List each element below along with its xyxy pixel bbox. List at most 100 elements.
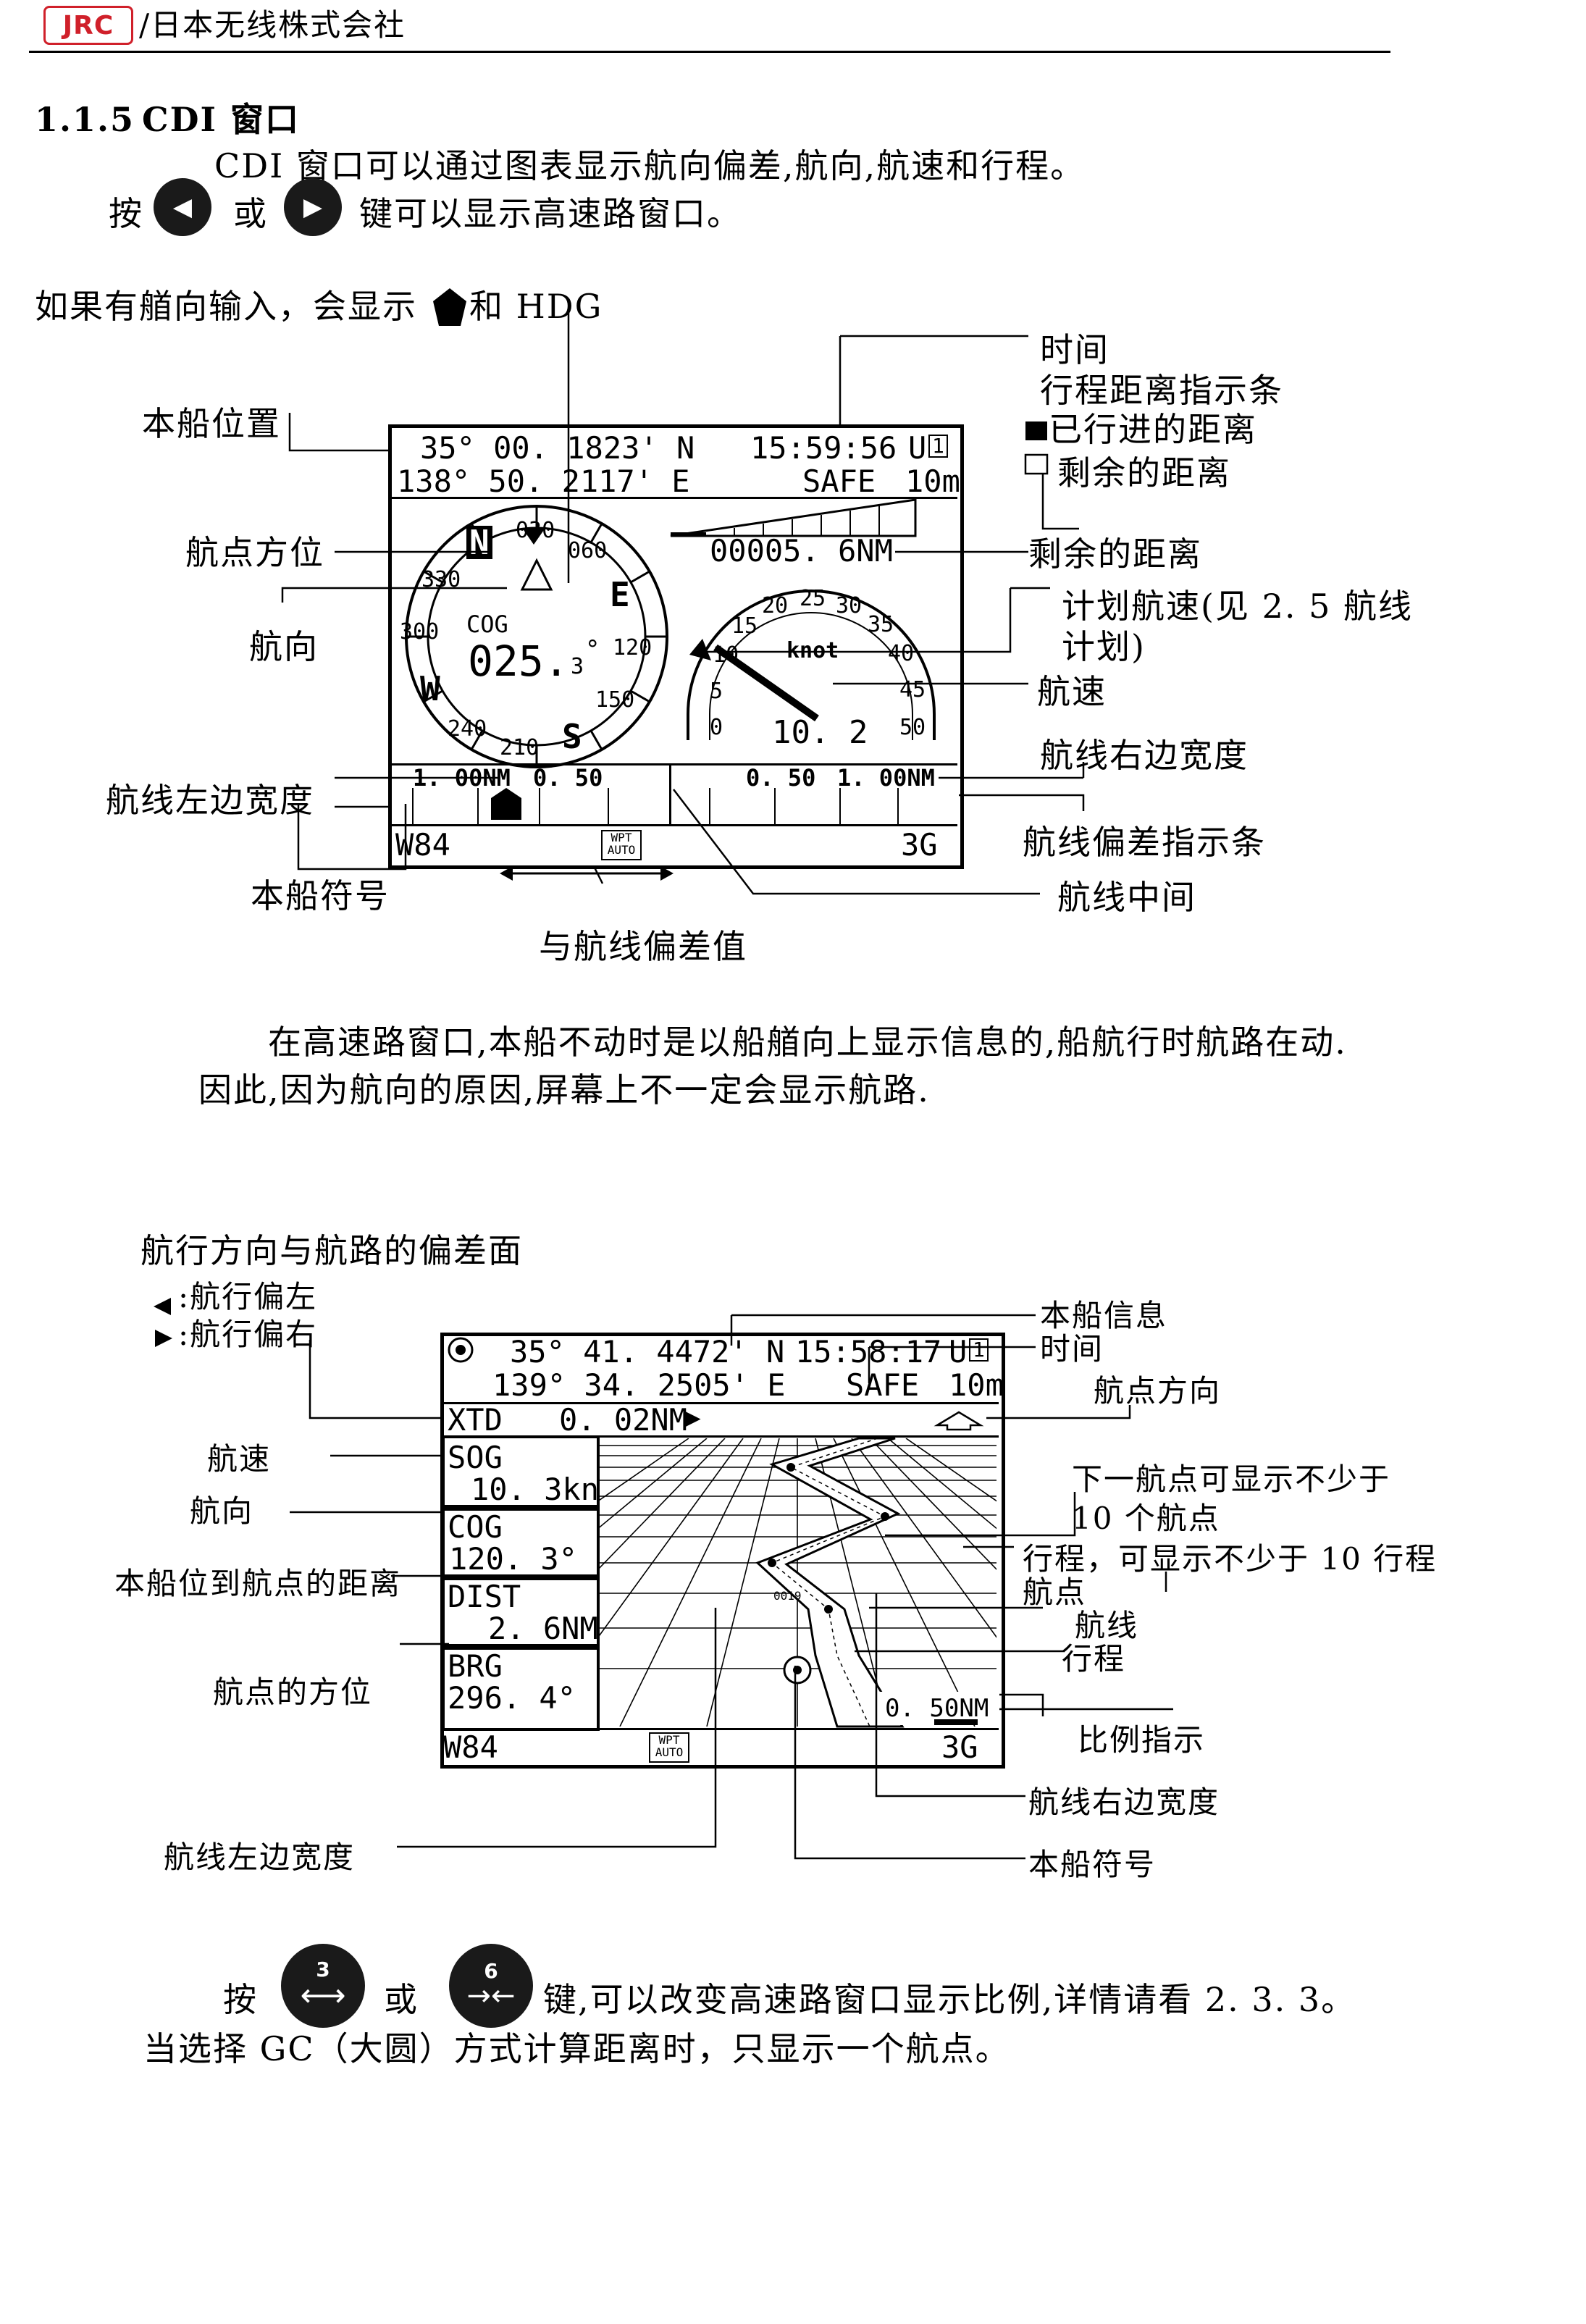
fig1-leader-lines [281,311,1085,895]
cdi-latitude: 35° 00. 1823' N [420,430,695,466]
cdi-own-ship-triangle-icon [520,558,553,591]
cdi-waypoint: W84 [395,827,450,863]
intro-line-1: CDI 窗口可以通过图表显示航向偏差,航向,航速和行程。 [214,146,1086,185]
compass-cog-value: 025. [468,637,569,686]
cdi-remaining-distance: 00005. 6NM [710,533,893,569]
label-time: 时间 [1040,330,1109,369]
label-route-center: 航线中间 [1057,878,1196,917]
hw-brg-label: BRG [448,1648,503,1684]
hw-safe: SAFE [846,1367,920,1403]
hw-brg-cell [442,1644,600,1731]
label-own-symbol: 本船符号 [251,876,390,915]
cdi-time: 15:59:56 [750,430,897,466]
label-left-width: 航线左边宽度 [106,781,314,820]
label-wpt-bearing: 航点方位 [185,533,324,572]
hw-xtd-value: 0. 02NM [559,1402,688,1438]
hw-footer-divider [443,1728,999,1730]
compass-tick-330: 330 [421,567,461,592]
label-planned-speed-1: 计划航速(见 2. 5 航线 [1062,587,1413,626]
para2-rest: 键,可以改变高速路窗口显示比例,详情请看 2. 3. 3。 [543,1980,1356,2019]
label-legs: 行程，可显示不少于 10 行程 [1023,1541,1438,1577]
label-hw-left-width: 航线左边宽度 [164,1840,356,1875]
label-own-info: 本船信息 [1040,1298,1168,1333]
label-next-wpt-1: 下一航点可显示不少于 [1072,1461,1391,1497]
xte-right-half: 0. 50 [746,764,816,792]
key3-arrow-icon: ⟷ [300,1977,346,2014]
compass-e: E [610,575,630,614]
hw-u-label: U [949,1334,968,1369]
hw-xtd-label: XTD [448,1402,503,1438]
label-speed: 航速 [1037,672,1107,711]
planned-speed-marker-icon [689,639,711,660]
left-arrow-key-icon: ◀ [154,178,211,236]
label-traveled: 已行进的距离 [1049,410,1257,449]
para2-line-2: 当选择 GC（大圆）方式计算距离时，只显示一个航点。 [143,2029,1010,2068]
hw-sog-cell [442,1435,600,1511]
hw-wpt-text: WPT [658,1733,680,1747]
label-xte-bar: 航线偏差指示条 [1023,823,1266,862]
heading-marker-icon [433,288,466,326]
label-cog: 航向 [190,1493,254,1529]
label-remaining: 剩余的距离 [1028,534,1202,574]
hw-latitude: 35° 41. 4472' N [510,1334,785,1369]
hw-scale-bar [934,1719,978,1725]
hw-auto-text: AUTO [655,1745,684,1759]
label-wpt-dir: 航点方向 [1094,1373,1222,1409]
hw-header-divider [443,1402,999,1404]
hw-cog-value: 120. 3° [449,1541,578,1577]
heading-note-before: 如果有艏向输入，会显示 [35,287,417,326]
hw-sog-label: SOG [448,1440,503,1475]
highway-view [598,1437,997,1728]
speed-tick-35: 35 [868,612,894,637]
cdi-altitude: 10m [905,463,960,499]
xte-bar-top [391,763,957,765]
speed-tick-50: 50 [899,715,926,740]
hw-cog-label: COG [448,1509,503,1545]
hw-status-icon [448,1337,474,1363]
compass-tick-060: 060 [568,538,608,563]
hw-xtd-divider [443,1435,999,1438]
jrc-logo: JRC [43,6,133,45]
speed-unit: knot [786,638,839,663]
speed-tick-5: 5 [710,679,723,704]
label-route: 航线 [1075,1608,1139,1643]
cdi-footer-divider [391,824,957,826]
hw-dist-cell [442,1574,600,1650]
speed-tick-25: 25 [800,586,826,611]
hw-wpt-auto-badge: WPT AUTO [649,1732,689,1763]
compass-cog-label: COG [466,611,508,638]
xte-left-half: 0. 50 [533,764,603,792]
section-number: 1.1.5 [35,100,135,139]
intro-or: 或 [233,194,268,233]
intro-line-2: 键可以显示高速路窗口。 [359,194,742,233]
label-trip-bar: 行程距离指示条 [1040,371,1283,410]
speed-needle [713,644,819,722]
compass-dial [405,505,668,768]
cdi-wpt-text: WPT [611,831,632,844]
hw-mode: 3G [941,1729,978,1765]
xte-route-center [669,763,671,824]
header-divider [29,51,1390,53]
label-right-width: 航线右边宽度 [1040,736,1249,775]
label-own-position: 本船位置 [142,404,281,443]
speed-tick-10: 10 [713,642,739,668]
speed-value: 10. 2 [772,714,868,751]
zoom-in-key-icon: 6 →← [449,1944,533,2028]
speed-tick-20: 20 [762,593,789,618]
speed-tick-45: 45 [899,677,926,702]
hw-wpt-direction-icon [933,1411,984,1431]
hw-waypoint: W84 [443,1729,498,1765]
trip-distance-bar [670,498,917,537]
hw-dist-label: DIST [448,1579,521,1614]
hw-altitude: 10m [949,1367,1004,1403]
hw-scale-value: 0. 50NM [885,1694,989,1723]
cdi-mode: 3G [901,827,938,863]
label-next-wpt-2: 10 个航点 [1072,1501,1220,1536]
label-xte-value: 与航线偏差值 [539,927,747,966]
para2-press: 按 [223,1980,258,2019]
zoom-out-key-icon: 3 ⟷ [281,1944,365,2028]
label-waypoint: 航点 [1023,1574,1087,1610]
label-dist: 本船位到航点的距离 [114,1566,402,1601]
para2-or: 或 [384,1980,419,2019]
hw-brg-value: 296. 4° [448,1680,576,1716]
